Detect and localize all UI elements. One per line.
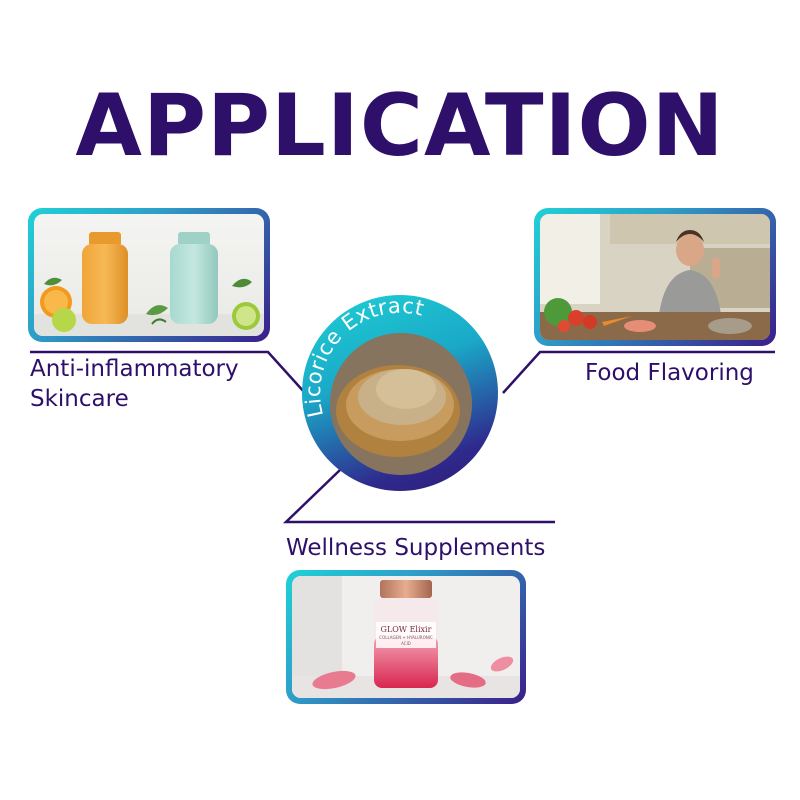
product-brand: GLOW Elixir <box>380 625 432 634</box>
connector-food <box>502 350 775 394</box>
page-title: APPLICATION <box>75 76 725 176</box>
food-image-frame <box>534 208 776 346</box>
ring-label-text: Licorice Extract <box>302 295 426 420</box>
powder-bowl-photo <box>330 333 472 475</box>
skincare-photo <box>34 214 264 336</box>
label-food: Food Flavoring <box>585 360 754 386</box>
licorice-extract-badge: Licorice Extract <box>302 295 498 491</box>
ring-label: Licorice Extract <box>302 295 427 420</box>
connector-skincare <box>30 350 306 394</box>
svg-text:Licorice Extract: Licorice Extract <box>302 295 427 420</box>
label-skincare-line2: Skincare <box>30 386 129 412</box>
product-label: GLOW Elixir COLLAGEN + HYALURONIC ACID <box>376 625 436 647</box>
connector-wellness <box>282 469 555 524</box>
label-wellness: Wellness Supplements <box>286 535 546 561</box>
food-photo <box>540 214 770 340</box>
skincare-image-frame <box>28 208 270 342</box>
wellness-image-frame: GLOW Elixir COLLAGEN + HYALURONIC ACID <box>286 570 526 704</box>
wellness-photo: GLOW Elixir COLLAGEN + HYALURONIC ACID <box>292 576 520 698</box>
product-subtitle: COLLAGEN + HYALURONIC ACID <box>379 635 433 646</box>
label-skincare: Anti-inflammatory Skincare <box>30 354 239 414</box>
label-skincare-line1: Anti-inflammatory <box>30 356 239 382</box>
